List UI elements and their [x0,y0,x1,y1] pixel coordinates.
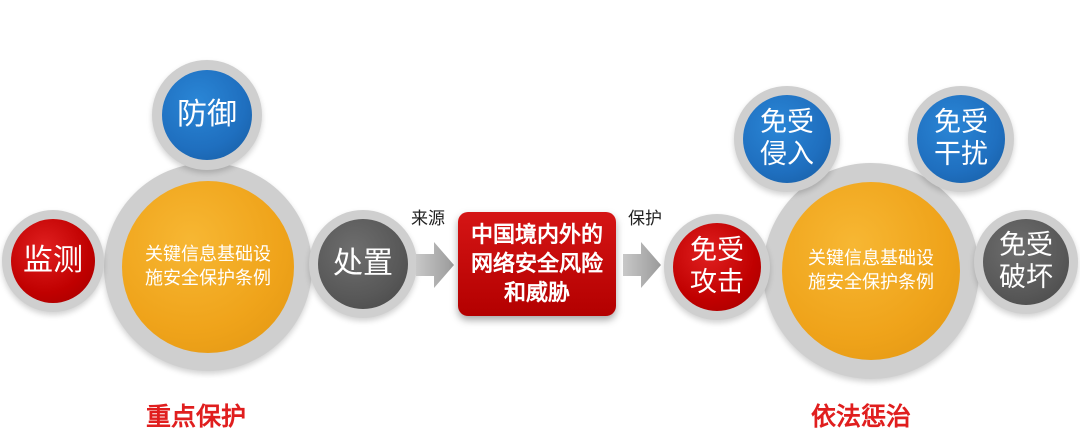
right-intrusion-text: 免受侵入 [760,107,814,170]
source-label: 来源 [411,209,445,229]
arrow-right-icon [416,242,454,288]
right-intrusion-disc: 免受侵入 [743,95,831,183]
right-attack-text: 免受攻击 [690,235,744,298]
left-handle-disc: 处置 [318,219,408,309]
right-attack-disc: 免受攻击 [673,223,761,311]
right-caption: 依法惩治 [811,402,912,431]
right-law-disc: 关键信息基础设施安全保护条例 [782,182,960,360]
left-law-text: 关键信息基础设施安全保护条例 [145,244,271,289]
protect-label: 保护 [628,209,662,229]
left-defend-disc: 防御 [162,70,252,160]
left-defend-text: 防御 [177,97,237,132]
left-law-disc: 关键信息基础设施安全保护条例 [122,181,294,353]
left-handle-text: 处置 [333,246,393,281]
right-damage-text: 免受破坏 [999,230,1053,293]
center-risk-box: 中国境内外的网络安全风险和威胁 [458,212,616,316]
left-monitor-disc: 监测 [11,219,95,303]
center-risk-text: 中国境内外的网络安全风险和威胁 [470,222,603,306]
right-law-text: 关键信息基础设施安全保护条例 [808,248,934,293]
left-caption: 重点保护 [146,402,247,431]
right-damage-disc: 免受破坏 [983,219,1069,305]
right-interference-disc: 免受干扰 [917,95,1005,183]
right-interference-text: 免受干扰 [934,107,988,170]
arrow-right-icon [623,242,661,288]
left-monitor-text: 监测 [23,243,83,278]
